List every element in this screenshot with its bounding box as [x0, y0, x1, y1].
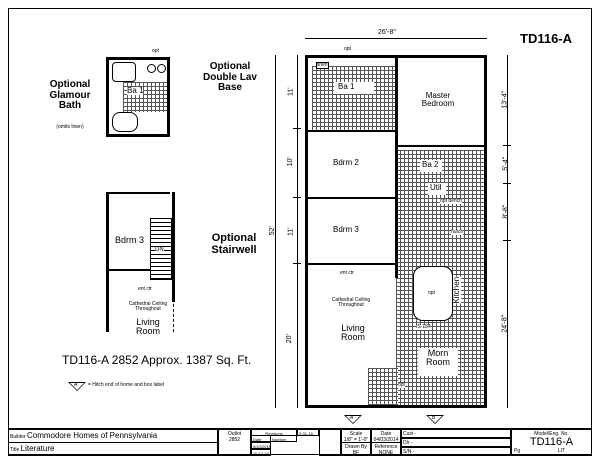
scale-value: 1/8" = 1'-0" [343, 437, 369, 443]
ba1-opt-label: opt [344, 46, 351, 52]
right-dim-3: 8'-8" [502, 204, 510, 219]
room-bdrm2: Bdrm 2 [333, 158, 359, 167]
dlr-field: Dlr - [401, 438, 511, 447]
stairwell-label: Optional Stairwell [211, 232, 257, 256]
right-dim-4: 24'-8" [501, 314, 509, 333]
linen-label: linen [316, 62, 329, 70]
drawing-title: Literature [20, 444, 55, 453]
rev-date-1: 5/10/2016 [251, 442, 271, 449]
rev-top: 5-31-16 [297, 429, 319, 436]
room-bdrm3: Bdrm 3 [333, 225, 359, 234]
left-dim-4: 20' [285, 334, 293, 344]
length-dimension [275, 55, 276, 408]
hutch-label: hutch [451, 229, 464, 236]
right-dimensions [507, 55, 508, 408]
left-dim-2: 10' [286, 157, 294, 167]
cathedral-note: Cathedral Ceiling Throughout [331, 297, 371, 309]
glamour-ba1-label: Ba 1 [127, 86, 144, 96]
ba1-floor [312, 66, 397, 130]
date-value: 04/03/2014 [373, 437, 399, 443]
left-dim-3: 11' [287, 227, 295, 236]
island-label: IS-184 [416, 324, 431, 331]
page-value: LIT [558, 448, 566, 454]
stairwell-living-label: Living Room [135, 317, 160, 337]
glamour-bath-label: Optional Glamour Bath [49, 79, 91, 111]
glamour-opt-label: opt [152, 48, 159, 54]
glamour-bath-plan: Ba 1 [106, 57, 170, 137]
left-dim-1: 11' [287, 87, 295, 96]
ent-ctr-label: ent ctr [340, 270, 354, 276]
reference-value: NONE [378, 450, 394, 456]
length-dim-label: 52' [268, 226, 276, 236]
room-kitchen: Kitchen [452, 276, 462, 304]
outlot-value: 2852 [228, 437, 241, 443]
glamour-bath-sub: (omits linen) [56, 124, 84, 130]
closet-floor [368, 368, 398, 405]
room-util: Util [430, 183, 442, 192]
builder-name: Commodore Homes of Pennsylvania [26, 431, 158, 440]
left-dimensions [297, 55, 298, 408]
island-opt: opt [428, 290, 435, 296]
hitch-marker-b: B [426, 415, 444, 424]
stairwell-cathedral-note: Cathedral Ceiling Throughout [128, 301, 168, 313]
double-lav-label: Optional Double Lav Base [203, 61, 257, 93]
stair-treads: DN [150, 218, 172, 280]
room-morn: Morn Room [425, 348, 450, 368]
hitch-marker-a: A [344, 415, 362, 424]
width-dim-label: 26'-8" [378, 29, 396, 36]
model-title: TD116-A [520, 31, 573, 46]
stairwell-bdrm3-label: Bdrm 3 [115, 235, 145, 245]
room-master-bedroom: Master Bedroom [421, 91, 455, 109]
drawn-by-value: BF [352, 450, 360, 456]
hitch-legend-icon: A [68, 382, 86, 391]
right-dim-2: 5'-4" [502, 156, 510, 171]
closet-opt: opt [398, 382, 405, 389]
drawing-frame [8, 8, 592, 455]
room-ba1: Ba 1 [338, 82, 355, 91]
cust-field: Cust - [401, 429, 511, 438]
bench-label: opt bench [440, 198, 462, 205]
hitch-legend: = Hitch end of home and box label [88, 382, 165, 388]
sn-field: S/N - [401, 447, 511, 456]
rev-date-2: 11-17-16 [251, 449, 271, 456]
stairwell-ent-ctr: ent ctr [138, 286, 152, 292]
room-ba2: Ba 2 [422, 160, 439, 169]
title-block: Builder Commodore Homes of Pennsylvania … [8, 428, 592, 456]
plan-summary: TD116-A 2852 Approx. 1387 Sq. Ft. [62, 353, 252, 367]
floor-plan: Ba 1 linen Master Bedroom Bdrm 2 Bdrm 3 … [305, 55, 487, 408]
dn-label: DN [155, 247, 164, 254]
room-living: Living Room [340, 323, 365, 343]
right-dim-1: 13'-4" [501, 90, 509, 109]
kitchen-island: opt [413, 266, 453, 321]
width-dimension [305, 38, 487, 39]
model-number: TD116-A [529, 436, 574, 448]
